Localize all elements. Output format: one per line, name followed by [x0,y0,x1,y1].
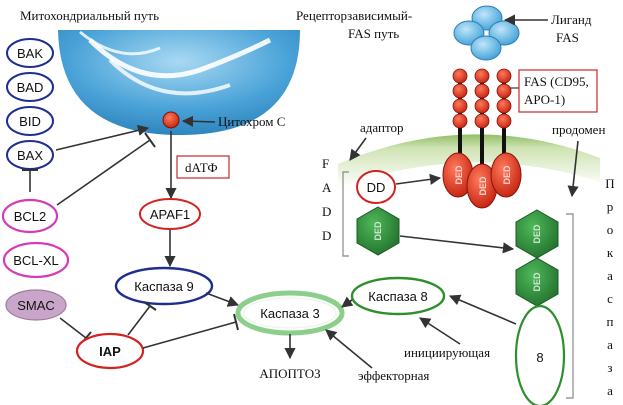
procaspase-letter-3: о [607,222,614,237]
caspase9-node [114,266,214,306]
iap-label: IAP [99,344,121,359]
receptor-path-title-2: FAS путь [348,26,399,41]
bclxl-node [2,241,70,279]
caspase9-label: Каспаза 9 [134,279,193,294]
bcl2-label: BCL2 [14,209,47,224]
procaspase-ded-label-1: DED [532,224,542,244]
bad-label: BAD [17,80,44,95]
receptor-path-title-1: Рецепторзависимый- [296,8,412,23]
iap-node [75,332,145,370]
fadd-ded-hexagon [356,206,400,256]
bak-label: BAK [17,46,43,61]
dd-label: DD [367,180,386,195]
procaspase-ded-label-2: DED [532,272,542,292]
fas-label-1: FAS (CD95, [524,74,589,89]
ligand-label-2: FAS [556,30,579,45]
bcl2-node [1,198,59,234]
receptor-ded-2: DED [478,176,488,196]
bad-node [6,72,54,102]
caspase8-label: Каспаза 8 [368,289,427,304]
fadd-letter-d2: D [322,228,331,243]
procaspase-letter-1: П [605,176,614,191]
fadd-ded-label: DED [373,221,383,241]
apaf1-node [139,198,201,230]
procaspase-letter-8: а [607,337,613,352]
procaspase-letter-2: р [607,199,614,214]
receptor-ded-1: DED [454,165,464,185]
cytochrome-c-label: Цитохром С [218,114,285,129]
fadd-letter-a: A [322,180,332,195]
receptor-ded-3: DED [502,165,512,185]
caspase8-node [350,276,446,316]
fas-receptor: DED DED DED [442,68,522,209]
procaspase-letter-9: з [607,360,612,375]
fadd-letter-d1: D [322,204,331,219]
datf-box [176,155,230,179]
apoptosis-label: АПОПТОЗ [259,366,320,381]
fas-label-2: APO-1) [524,92,565,107]
bcl-proapoptotic-group: BAK BAD BID BAX [6,38,54,170]
bclxl-label: BCL-XL [13,253,59,268]
fas-ligand [453,5,520,61]
procaspase-letters: П р о к а с п а з а [605,176,614,398]
initiating-label: инициирующая [404,345,490,360]
procaspase-letter-10: а [607,383,613,398]
effector-label: эффекторная [358,368,429,383]
ligand-label-1: Лиганд [551,12,592,27]
bax-label: BAX [17,148,43,163]
smac-node [5,289,67,321]
fas-label-box [518,69,598,113]
procaspase8-number: 8 [536,350,543,365]
bid-label: BID [19,114,41,129]
dd-domain [356,170,396,204]
adaptor-label: адаптор [360,120,403,135]
apaf1-label: APAF1 [150,207,190,222]
caspase3-label: Каспаза 3 [260,306,319,321]
procaspase-letter-5: а [607,268,613,283]
datf-label: dАТФ [185,160,218,175]
fadd-letter-f: F [322,156,329,171]
cytochrome-c-molecule [162,111,180,129]
bak-node [6,38,54,68]
prodomain-label: продомен [552,122,605,137]
procaspase-letter-6: с [607,291,613,306]
mitochondrion [58,30,300,135]
smac-label: SMAC [17,298,55,313]
procaspase-letter-7: п [607,314,614,329]
procaspase8-catalytic [514,304,566,405]
procaspase-letter-4: к [607,245,614,260]
bid-node [6,106,54,136]
mito-path-title: Митохондриальный путь [20,8,159,23]
